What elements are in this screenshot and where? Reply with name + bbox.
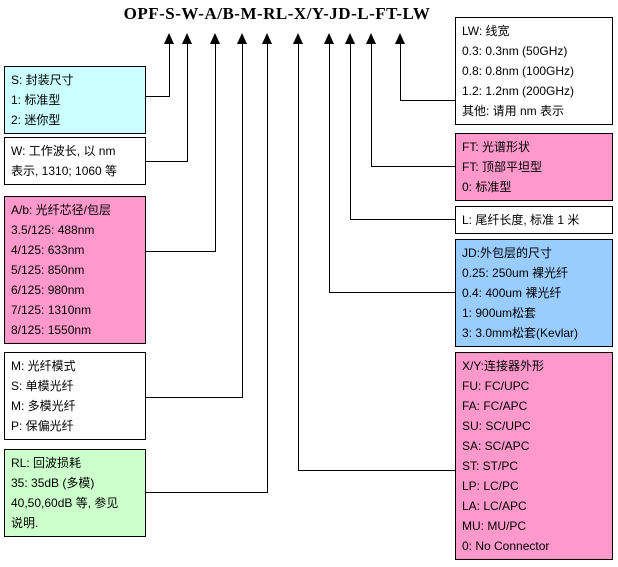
text-line: 7/125: 1310nm [11, 303, 92, 317]
text-line: MU: MU/PC [462, 519, 526, 533]
page-title: OPF-S-W-A/B-M-RL-X/Y-JD-L-FT-LW [123, 4, 431, 23]
text-line: 0: No Connector [462, 539, 550, 553]
arrowhead-xy [293, 33, 303, 44]
text-line: P: 保偏光纤 [11, 419, 74, 433]
text-line: 8/125: 1550nm [11, 323, 92, 337]
text-line: 0.4: 400um 裸光纤 [462, 286, 562, 300]
text-line: SU: SC/UPC [462, 419, 531, 433]
text-line: 1: 标准型 [11, 93, 61, 107]
arrowhead-lw [395, 33, 405, 44]
arrowhead-rl [262, 33, 272, 44]
connector-s-vertical [169, 44, 170, 96]
box-ab-fiber-core: A/b: 光纤芯径/包层 3.5/125: 488nm 4/125: 633nm… [4, 196, 146, 344]
connector-ft-vertical [371, 44, 372, 166]
text-line: FU: FC/UPC [462, 379, 530, 393]
text-line: SA: SC/APC [462, 439, 530, 453]
arrowhead-w [182, 33, 192, 44]
connector-ab-horizontal [146, 251, 216, 252]
box-l-pigtail-length: L: 尾纤长度, 标准 1 米 [455, 206, 613, 234]
text-line: 3.5/125: 488nm [11, 223, 95, 237]
arrowhead-s [164, 33, 174, 44]
text-line: 2: 迷你型 [11, 113, 61, 127]
arrowhead-ab [210, 33, 220, 44]
text-line: M: 多模光纤 [11, 399, 76, 413]
text-line: X/Y:连接器外形 [462, 359, 545, 373]
text-line: 3: 3.0mm松套(Kevlar) [462, 326, 579, 340]
text-line: RL: 回波损耗 [11, 456, 82, 470]
text-line: W: 工作波长, 以 nm [11, 144, 116, 158]
text-line: S: 单模光纤 [11, 379, 74, 393]
text-line: 0.3: 0.3nm (50GHz) [462, 44, 568, 58]
text-line: 5/125: 850nm [11, 263, 85, 277]
text-line: LA: LC/APC [462, 499, 527, 513]
connector-jd-vertical [329, 44, 330, 292]
connector-ft-horizontal [371, 166, 455, 167]
text-line: A/b: 光纤芯径/包层 [11, 203, 112, 217]
connector-w-vertical [187, 44, 188, 161]
connector-ab-vertical [215, 44, 216, 251]
text-line: 1.2: 1.2nm (200GHz) [462, 84, 575, 98]
box-xy-connector-type: X/Y:连接器外形 FU: FC/UPC FA: FC/APC SU: SC/U… [455, 352, 613, 560]
text-line: 40,50,60dB 等, 参见 [11, 496, 119, 510]
text-line: 4/125: 633nm [11, 243, 85, 257]
box-ft-spectral-shape: FT: 光谱形状 FT: 顶部平坦型 0: 标准型 [455, 133, 613, 201]
connector-rl-horizontal [146, 492, 268, 493]
text-line: LW: 线宽 [462, 24, 510, 38]
text-line: ST: ST/PC [462, 459, 519, 473]
connector-w-horizontal [146, 161, 188, 162]
text-line: 1: 900um松套 [462, 306, 537, 320]
connector-jd-horizontal [329, 292, 455, 293]
box-m-fiber-mode: M: 光纤模式 S: 单模光纤 M: 多模光纤 P: 保偏光纤 [4, 352, 146, 440]
arrowhead-m [237, 33, 247, 44]
box-lw-linewidth: LW: 线宽 0.3: 0.3nm (50GHz) 0.8: 0.8nm (10… [455, 17, 613, 125]
text-line: FA: FC/APC [462, 399, 528, 413]
connector-l-vertical [350, 44, 351, 219]
text-line: 35: 35dB (多模) [11, 476, 95, 490]
connector-lw-vertical [400, 44, 401, 100]
text-line: 0: 标准型 [462, 180, 512, 194]
box-w-wavelength: W: 工作波长, 以 nm 表示, 1310; 1060 等 [4, 137, 146, 185]
text-line: M: 光纤模式 [11, 359, 76, 373]
arrowhead-ft [366, 33, 376, 44]
text-line: 其他: 请用 nm 表示 [462, 104, 565, 118]
connector-rl-vertical [267, 44, 268, 492]
text-line: LP: LC/PC [462, 479, 519, 493]
connector-s-horizontal [146, 96, 170, 97]
text-line: S: 封装尺寸 [11, 73, 74, 87]
text-line: 0.8: 0.8nm (100GHz) [462, 64, 575, 78]
connector-m-horizontal [146, 397, 243, 398]
text-line: FT: 顶部平坦型 [462, 160, 542, 174]
connector-xy-vertical [298, 44, 299, 470]
box-rl-return-loss: RL: 回波损耗 35: 35dB (多模) 40,50,60dB 等, 参见 … [4, 449, 146, 537]
text-line: L: 尾纤长度, 标准 1 米 [462, 213, 580, 227]
connector-m-vertical [242, 44, 243, 397]
arrowhead-l [345, 33, 355, 44]
text-line: 表示, 1310; 1060 等 [11, 164, 118, 178]
connector-xy-horizontal [298, 470, 455, 471]
text-line: JD:外包层的尺寸 [462, 246, 553, 260]
box-s-package-size: S: 封装尺寸 1: 标准型 2: 迷你型 [4, 66, 146, 134]
connector-l-horizontal [350, 219, 455, 220]
text-line: FT: 光谱形状 [462, 140, 530, 154]
box-jd-jacket-size: JD:外包层的尺寸 0.25: 250um 裸光纤 0.4: 400um 裸光纤… [455, 239, 613, 347]
text-line: 6/125: 980nm [11, 283, 85, 297]
arrowhead-jd [324, 33, 334, 44]
connector-lw-horizontal [400, 100, 455, 101]
text-line: 说明. [11, 516, 39, 530]
text-line: 0.25: 250um 裸光纤 [462, 266, 569, 280]
